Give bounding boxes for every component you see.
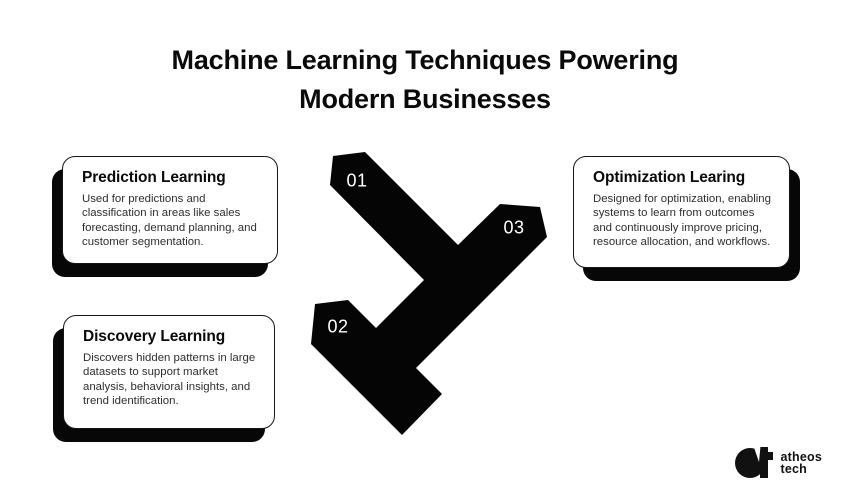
step-number-03: 03 [503,217,525,238]
card-body: Designed for optimization, enabling syst… [593,193,771,249]
at-monogram-icon [734,446,773,478]
logo-text-line-2: tech [780,461,808,476]
card-prediction-learning: Prediction Learning Used for predictions… [62,156,278,264]
step-number-02: 02 [327,316,349,337]
card-heading: Prediction Learning [82,169,226,186]
logo-atheos-tech: atheos tech [734,446,823,479]
logo-text-line-1: atheos [780,449,822,464]
logo-wordmark: atheos tech [780,449,823,476]
card-body: Discovers hidden patterns in large datas… [83,352,256,408]
card-body: Used for predictions and classification … [82,193,257,249]
page-title: Machine Learning Techniques Powering Mod… [0,41,850,119]
card-discovery-learning: Discovery Learning Discovers hidden patt… [63,315,275,429]
page-title-line-1: Machine Learning Techniques Powering [171,45,679,75]
card-heading: Discovery Learning [83,328,226,345]
step-number-01: 01 [346,170,368,191]
card-optimization-learning: Optimization Learing Designed for optimi… [573,156,790,268]
page-title-line-2: Modern Businesses [299,84,551,114]
card-heading: Optimization Learing [593,169,746,186]
arrow-polygon [311,152,547,435]
